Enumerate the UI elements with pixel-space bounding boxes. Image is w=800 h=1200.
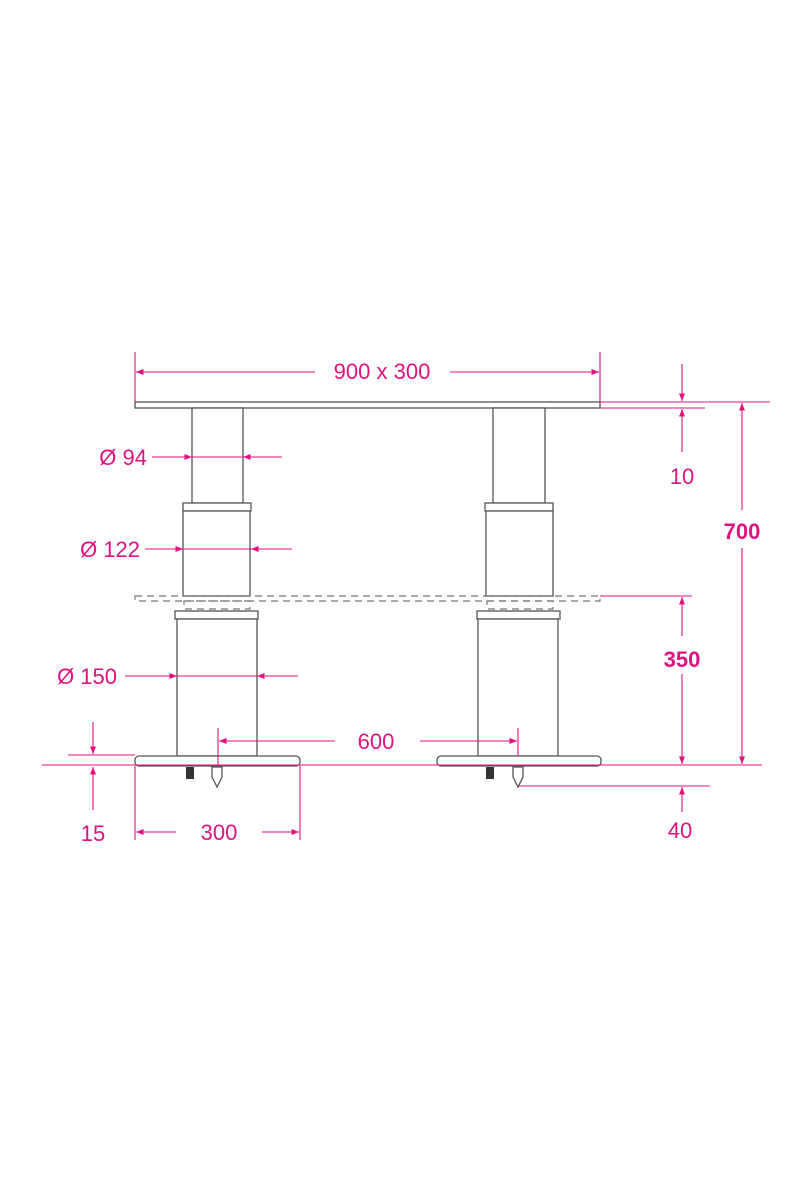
upper-tube-diameter: Ø 94 xyxy=(99,445,147,470)
lowered-top-outline xyxy=(134,595,601,602)
min-height-dimension: 350 xyxy=(664,647,701,672)
max-height-dimension: 700 xyxy=(724,519,761,544)
foot-bolt xyxy=(186,767,194,779)
base-thickness-dimension: 15 xyxy=(81,821,105,846)
base-width-dimension: 300 xyxy=(201,820,238,845)
plate-thickness-dimension: 10 xyxy=(670,464,694,489)
foot-height-dimension: 40 xyxy=(668,818,692,843)
adjustable-foot xyxy=(211,766,223,789)
right-pedestal xyxy=(436,407,602,789)
table-top xyxy=(134,401,601,409)
leg-spacing-dimension: 600 xyxy=(358,729,395,754)
foot-bolt xyxy=(486,767,494,779)
lower-tube-diameter: Ø 150 xyxy=(57,664,117,689)
left-pedestal xyxy=(134,407,301,789)
top-plate-dimension: 900 x 300 xyxy=(334,359,431,384)
adjustable-foot xyxy=(512,766,524,789)
middle-tube-diameter: Ø 122 xyxy=(80,537,140,562)
